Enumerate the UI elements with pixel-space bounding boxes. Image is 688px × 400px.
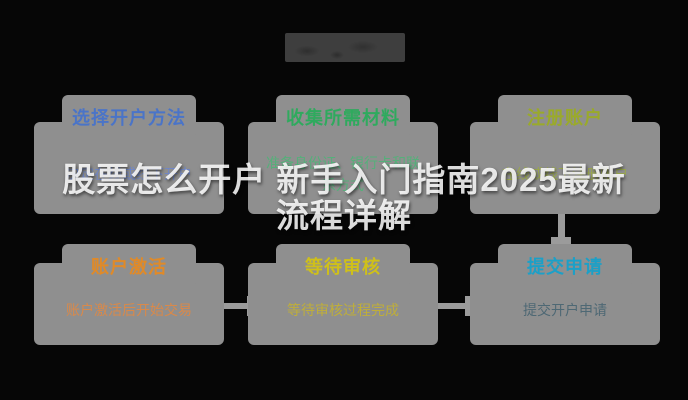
node-description: 决定在线或线下开户: [34, 122, 224, 214]
connector-register-to-submit-cap: [551, 237, 571, 246]
node-title-tab: 选择开户方法: [61, 95, 197, 139]
faded-watermark-box: [285, 33, 405, 62]
node-title-tab: 收集所需材料: [275, 95, 411, 139]
connector-activate-to-review: [214, 303, 258, 309]
node-title-tab: 等待审核: [275, 244, 411, 288]
node-title-tab: 注册账户: [497, 95, 633, 139]
flow-node-wait-review: 等待审核过程完成 等待审核: [248, 244, 438, 345]
flow-node-activate-account: 账户激活后开始交易 账户激活: [34, 244, 224, 345]
connector-submit-cap: [465, 296, 474, 316]
flow-node-register-account: 在线或线下注册账户 注册账户: [470, 95, 660, 214]
connector-review-to-submit: [428, 303, 476, 309]
flow-node-choose-method: 决定在线或线下开户 选择开户方法: [34, 95, 224, 214]
flow-node-submit-application: 提交开户申请 提交申请: [470, 244, 660, 345]
node-title-tab: 账户激活: [61, 244, 197, 288]
node-title-tab: 提交申请: [497, 244, 633, 288]
flow-node-collect-materials: 准备身份证、银行卡和联系方式 收集所需材料: [248, 95, 438, 214]
